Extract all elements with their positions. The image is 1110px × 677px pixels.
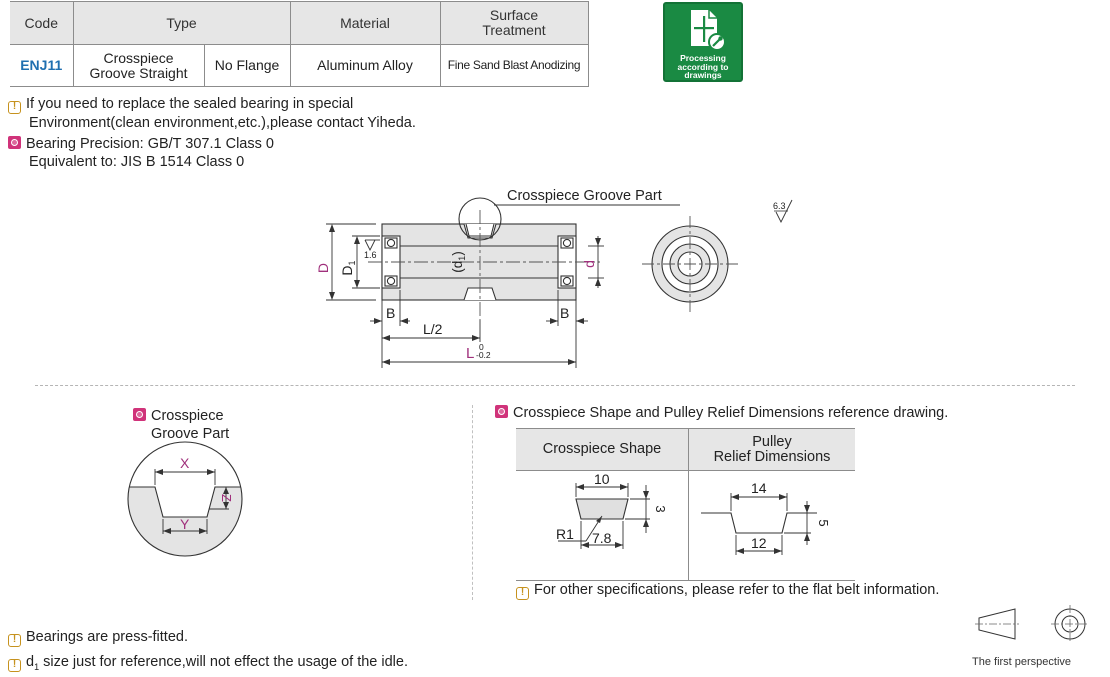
dim-X: X [180, 455, 190, 471]
pulley-relief-drawing: 14 5 12 [701, 480, 831, 555]
processing-badge: Processing according to drawings [663, 2, 743, 82]
badge-line1: Processing [680, 53, 726, 63]
note-press-fitted-text: Bearings are press-fitted. [26, 629, 188, 645]
warning-icon: ! [516, 587, 529, 600]
header-code: Code [10, 1, 74, 45]
cell-crosspiece-shape: 10 3 R1 7.8 [516, 470, 689, 581]
shape-dim-bottom: 7.8 [592, 530, 612, 546]
drawing-document-icon [691, 10, 726, 51]
header-pulley-line2: Relief Dimensions [713, 448, 831, 465]
column-divider [472, 405, 473, 600]
note-replace-line1: If you need to replace the sealed bearin… [26, 96, 354, 112]
bullet-square-icon [8, 136, 21, 149]
relief-dim-top: 14 [751, 480, 767, 496]
relief-dim-bottom: 12 [751, 535, 767, 551]
header-crosspiece-shape: Crosspiece Shape [516, 428, 689, 471]
note-d1-rest: size just for reference,will not effect … [39, 654, 408, 670]
note-d1-reference: ! d1 size just for reference,will not eff… [8, 653, 408, 676]
badge-line3: drawings [684, 70, 722, 80]
dim-Z: Z [219, 494, 234, 502]
cell-pulley-relief: 14 5 12 [688, 470, 855, 581]
note-precision-line2: Equivalent to: JIS B 1514 Class 0 [29, 154, 245, 170]
shape-title-text: Crosspiece Shape and Pulley Relief Dimen… [513, 405, 949, 421]
cell-type-line2: Groove Straight [89, 64, 188, 81]
roughness-global: 6.3 [773, 201, 786, 211]
dim-d1: (d1) [450, 251, 467, 273]
shape-dim-top: 10 [594, 471, 610, 487]
callout-label: Crosspiece Groove Part [507, 188, 662, 204]
badge-text: Processing according to drawings [665, 54, 741, 80]
main-technical-drawing: Crosspiece Groove Part D D1 d (d1) 1.6 [315, 188, 793, 368]
shape-table-header: Crosspiece Shape Pulley Relief Dimension… [516, 428, 855, 471]
header-surface-line2: Treatment [482, 22, 546, 38]
note-press-fitted: ! Bearings are press-fitted. [8, 628, 188, 647]
dim-d: d [581, 260, 597, 268]
spec-table: Code Type Material Surface Treatment ENJ… [10, 1, 589, 87]
note-d1-sub: 1 [34, 661, 40, 672]
roughness-inner: 1.6 [364, 250, 377, 260]
bullet-square-icon [133, 408, 146, 421]
cell-flange: No Flange [203, 44, 291, 87]
header-pulley-line1: Pulley [752, 433, 792, 450]
groove-detail-title: Crosspiece Groove Part [133, 407, 229, 443]
dim-L-tol-lower: -0.2 [476, 350, 491, 360]
groove-detail-drawing: X Y Z [127, 441, 243, 557]
section-divider [35, 385, 1075, 386]
shape-dim-height: 3 [653, 505, 668, 512]
crosspiece-shape-drawing: 10 3 R1 7.8 [556, 471, 668, 549]
shape-table-row: 10 3 R1 7.8 [516, 470, 855, 581]
first-angle-projection-icon [975, 605, 1089, 643]
dim-L-tol-upper: 0 [479, 342, 484, 352]
cell-type-line1: Crosspiece [103, 49, 174, 66]
note-other-specs-text: For other specifications, please refer t… [534, 582, 940, 598]
note-d1-prefix: d [26, 654, 35, 670]
shape-table: Crosspiece Shape Pulley Relief Dimension… [516, 428, 855, 581]
dim-B-left: B [386, 305, 395, 321]
badge-line2: according to [677, 61, 729, 72]
groove-title-line2: Groove Part [151, 426, 230, 442]
dim-Y: Y [180, 516, 190, 532]
note-replace-bearing: !If you need to replace the sealed beari… [8, 95, 416, 132]
warning-icon: ! [8, 659, 21, 672]
dim-D: D [315, 263, 331, 273]
cell-material: Aluminum Alloy [289, 44, 441, 87]
note-precision: Bearing Precision: GB/T 307.1 Class 0 Eq… [8, 135, 274, 171]
note-other-specs: ! For other specifications, please refer … [516, 581, 939, 600]
header-pulley-relief: Pulley Relief Dimensions [688, 428, 855, 471]
shape-section-title: Crosspiece Shape and Pulley Relief Dimen… [495, 404, 948, 422]
cell-type: Crosspiece Groove Straight [72, 44, 205, 87]
dim-B-right: B [560, 305, 569, 321]
bullet-square-icon [495, 405, 508, 418]
relief-dim-height: 5 [816, 519, 831, 526]
note-replace-line2: Environment(clean environment,etc.),plea… [29, 115, 416, 131]
shape-dim-radius: R1 [556, 526, 574, 542]
header-surface-line1: Surface [489, 7, 539, 23]
perspective-label: The first perspective [972, 656, 1072, 668]
note-precision-line1: Bearing Precision: GB/T 307.1 Class 0 [26, 136, 274, 152]
groove-title-line1: Crosspiece [151, 408, 224, 424]
dim-L-half: L/2 [423, 321, 443, 337]
dim-L: L [466, 345, 474, 362]
header-material: Material [289, 1, 441, 45]
cell-surface: Fine Sand Blast Anodizing [439, 44, 589, 87]
dim-D1: D1 [339, 260, 357, 275]
spec-table-row: ENJ11 Crosspiece Groove Straight No Flan… [10, 44, 589, 87]
warning-icon: ! [8, 634, 21, 647]
